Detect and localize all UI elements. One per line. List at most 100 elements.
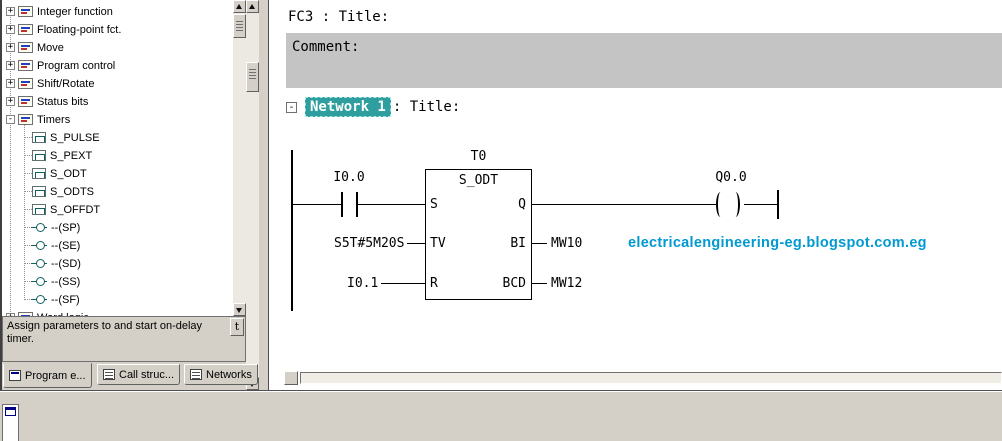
contact-operand[interactable]: I0.0 [333,170,365,185]
tab-call-structure[interactable]: Call struc... [97,364,181,385]
coil-instruction-icon [31,276,47,287]
expand-icon[interactable]: + [6,24,15,34]
scroll-up-button[interactable] [233,0,246,13]
tree-item-s-pulse[interactable]: S_PULSE [2,129,233,146]
overview-button[interactable] [284,371,298,385]
network-header: - Network 1 : Title: [286,97,460,117]
timer-box[interactable]: S_ODT S Q TV BI R BCD [425,169,532,300]
editor-vertical-scrollbar[interactable] [246,0,259,390]
pin-tv: TV [430,236,446,251]
expand-icon[interactable]: + [6,78,15,88]
timer-operand[interactable]: T0 [470,149,487,164]
tree-item-s-odts[interactable]: S_ODTS [2,183,233,200]
pin-bcd: BCD [502,276,526,291]
function-group-icon [18,96,33,107]
tree-item-label: S_ODT [50,167,87,180]
tree-item-label: Shift/Rotate [37,77,95,90]
collapse-icon[interactable]: - [6,114,15,124]
wire-segment [532,243,547,244]
tree-item-sf-coil[interactable]: --(SF) [2,291,233,308]
tree-item-label: --(SE) [51,239,81,252]
tv-operand[interactable]: S5T#5M20S [334,236,405,251]
comment-block[interactable]: Comment: [286,33,1002,88]
status-area [0,390,1002,441]
wire-segment [744,204,777,205]
expand-icon[interactable]: + [6,313,15,316]
block-header[interactable]: FC3 : Title: [288,9,390,25]
tree-item-floating-point-fct[interactable]: + Floating-point fct. [2,21,233,38]
networks-icon [190,369,202,380]
function-group-icon [18,42,33,53]
program-elements-icon [9,370,21,381]
tree-item-s-pext[interactable]: S_PEXT [2,147,233,164]
network-title[interactable]: : Title: [392,99,461,115]
tree-line [24,209,32,210]
expand-icon[interactable]: + [6,6,15,16]
pin-r: R [430,276,438,291]
tree-item-word-logic[interactable]: + Word logic [2,309,233,316]
scrollbar-thumb[interactable] [233,14,246,38]
tree-item-s-odt[interactable]: S_ODT [2,165,233,182]
coil-q0-0[interactable] [731,192,740,217]
tree-line [24,137,32,138]
editor-horizontal-scrollbar[interactable] [300,372,1002,384]
coil-instruction-icon [31,258,47,269]
tree-item-label: Timers [37,113,71,126]
tab-label: Call struc... [119,368,175,381]
timer-instruction-icon [32,186,46,197]
coil-q0-0[interactable] [716,192,725,217]
coil-operand[interactable]: Q0.0 [715,170,747,185]
scroll-down-button[interactable] [233,303,246,316]
minimized-window[interactable] [2,404,19,441]
function-group-icon [18,114,33,125]
tree-item-label: S_PULSE [50,131,100,144]
bcd-operand[interactable]: MW12 [551,276,583,291]
tree-item-move[interactable]: + Move [2,39,233,56]
function-group-icon [18,24,33,35]
scrollbar-thumb[interactable] [246,62,259,92]
tree-item-label: --(SF) [51,293,80,306]
network-collapse-icon[interactable]: - [286,101,297,113]
bi-operand[interactable]: MW10 [551,236,583,251]
tree-item-label: Status bits [37,95,89,108]
symbol-info-button[interactable]: t [230,318,244,336]
comment-label: Comment: [292,39,360,55]
tree-item-ss-coil[interactable]: --(SS) [2,273,233,290]
tab-program-elements[interactable]: Program e... [3,363,92,388]
tree-item-sd-coil[interactable]: --(SD) [2,255,233,272]
tree-item-se-coil[interactable]: --(SE) [2,237,233,254]
tree-line [24,227,32,228]
expand-icon[interactable]: + [6,96,15,106]
tree-line [24,155,32,156]
scroll-up-button[interactable] [246,0,259,13]
tree-line [24,122,25,300]
contact-bar[interactable] [341,192,343,217]
tree-item-status-bits[interactable]: + Status bits [2,93,233,110]
box-type-label: S_ODT [458,173,499,188]
tree-item-timers[interactable]: - Timers [2,111,233,128]
contact-bar[interactable] [356,192,358,217]
pane-divider[interactable] [268,0,269,390]
wire-segment [532,204,717,205]
tree-item-sp-coil[interactable]: --(SP) [2,219,233,236]
expand-icon[interactable]: + [6,42,15,52]
coil-instruction-icon [31,240,47,251]
tree-item-integer-function[interactable]: + Integer function [2,3,233,20]
tree-item-label: --(SD) [51,257,81,270]
function-group-icon [18,6,33,17]
tree-line [24,299,32,300]
catalog-scrollbar[interactable] [233,0,246,316]
tree-item-shift-rotate[interactable]: + Shift/Rotate [2,75,233,92]
tree-item-s-offdt[interactable]: S_OFFDT [2,201,233,218]
left-power-rail [291,150,293,311]
tab-networks[interactable]: Networks [184,364,258,385]
tree-item-label: Word logic [37,312,89,317]
expand-icon[interactable]: + [6,60,15,70]
function-group-icon [18,60,33,71]
timer-instruction-icon [32,168,46,179]
network-name[interactable]: Network 1 [305,97,391,117]
tree-item-program-control[interactable]: + Program control [2,57,233,74]
function-group-icon [18,312,33,316]
r-operand[interactable]: I0.1 [347,276,379,291]
